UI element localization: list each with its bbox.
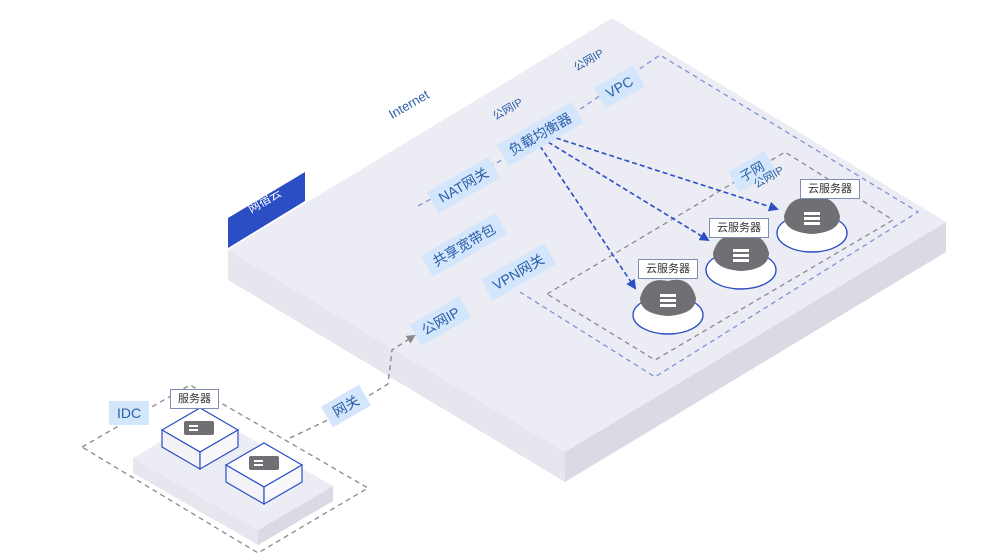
idc-server-label: 服务器 <box>170 389 219 410</box>
cloud-server-label: 云服务器 <box>638 259 698 280</box>
platform-front <box>228 250 565 482</box>
lb-arrow-3 <box>555 137 779 212</box>
cloud-server-icon <box>632 279 704 335</box>
idc-platform-front <box>133 458 258 545</box>
lb-arrow-2 <box>547 141 710 242</box>
vpc-boundary <box>417 54 920 378</box>
idc-platform-side <box>258 486 333 545</box>
platform-side <box>565 222 946 482</box>
server-icon <box>160 407 240 471</box>
gateway-connection <box>289 334 416 439</box>
subnet-boundary <box>545 151 895 361</box>
lb-arrow-1 <box>539 145 637 290</box>
cloud-server-icon <box>776 197 848 253</box>
server-icon <box>224 442 304 506</box>
idc-boundary <box>80 384 370 554</box>
cloud-server-icon <box>705 234 777 290</box>
idc-label: IDC <box>109 401 150 425</box>
cloud-server-label: 云服务器 <box>709 218 769 239</box>
cloud-server-label: 云服务器 <box>800 179 860 200</box>
brand-tab <box>228 172 305 248</box>
